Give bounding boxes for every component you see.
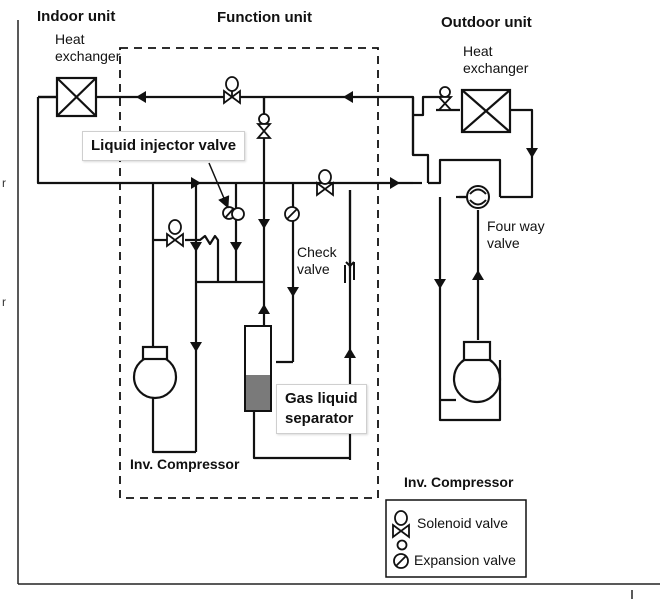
- margin-char-lower: r: [2, 295, 6, 309]
- four-way-valve-label: Four way valve: [487, 218, 545, 251]
- legend-expansion-valve-label: Expansion valve: [414, 552, 516, 568]
- outdoor-heat-exchanger-label: Heat exchanger: [463, 43, 529, 76]
- flow-arrow-icon: [526, 148, 538, 158]
- flow-arrow-icon: [230, 242, 242, 252]
- expansion-valve-icon: [222, 206, 245, 221]
- solenoid-valve-icon: [392, 510, 410, 539]
- indoor-heat-exchanger-label: Heat exchanger: [55, 31, 121, 64]
- refrigerant-pipes: [36, 95, 534, 460]
- outdoor-heat-exchanger-icon: [460, 88, 512, 134]
- solenoid-valve-icon: [223, 76, 241, 105]
- flow-arrow-icon: [136, 91, 146, 103]
- indoor-heat-exchanger-icon: [38, 76, 98, 118]
- indoor-unit-title: Indoor unit: [37, 8, 116, 25]
- flow-arrow-icon: [343, 91, 353, 103]
- solenoid-valve-icon: [316, 169, 334, 197]
- flow-arrow-icon: [258, 304, 270, 314]
- outdoor-unit-title: Outdoor unit: [441, 14, 532, 31]
- inv-compressor-right-label: Inv. Compressor: [404, 474, 514, 490]
- flow-arrow-icon: [390, 177, 400, 189]
- gas-liquid-separator-callout: Gas liquid separator: [276, 384, 367, 434]
- flow-arrow-icon: [258, 219, 270, 229]
- inv-compressor-left-label: Inv. Compressor: [130, 456, 240, 472]
- flow-arrow-icon: [191, 177, 201, 189]
- gas-liquid-separator-icon: [244, 325, 272, 412]
- liquid-injector-pointer: [208, 162, 230, 209]
- four-way-valve-icon: [466, 185, 490, 209]
- margin-char-upper: r: [2, 176, 6, 190]
- flow-arrow-icon: [287, 287, 299, 297]
- compressor-left-icon: [132, 345, 178, 400]
- check-valve-icon: [344, 261, 355, 283]
- expansion-valve-icon: [436, 86, 454, 111]
- flow-arrow-icon: [472, 270, 484, 280]
- legend-border: [385, 499, 527, 578]
- function-unit-title: Function unit: [217, 9, 312, 26]
- expansion-valve-icon: [256, 113, 272, 139]
- flow-arrow-icon: [190, 342, 202, 352]
- function-unit-boundary: [119, 47, 379, 499]
- expansion-valve-icon: [284, 206, 300, 222]
- expansion-valve-icon: [393, 539, 409, 569]
- flow-arrow-icon: [434, 279, 446, 289]
- legend-solenoid-valve-label: Solenoid valve: [417, 515, 509, 531]
- compressor-right-icon: [452, 340, 502, 404]
- flow-arrows: [136, 91, 538, 358]
- page-frame: [17, 20, 660, 599]
- check-valve-label: Check valve: [297, 244, 337, 277]
- flow-arrow-icon: [344, 348, 356, 358]
- flow-arrow-icon: [190, 242, 202, 252]
- liquid-injector-valve-callout: Liquid injector valve: [82, 131, 246, 161]
- solenoid-valve-icon: [166, 219, 184, 248]
